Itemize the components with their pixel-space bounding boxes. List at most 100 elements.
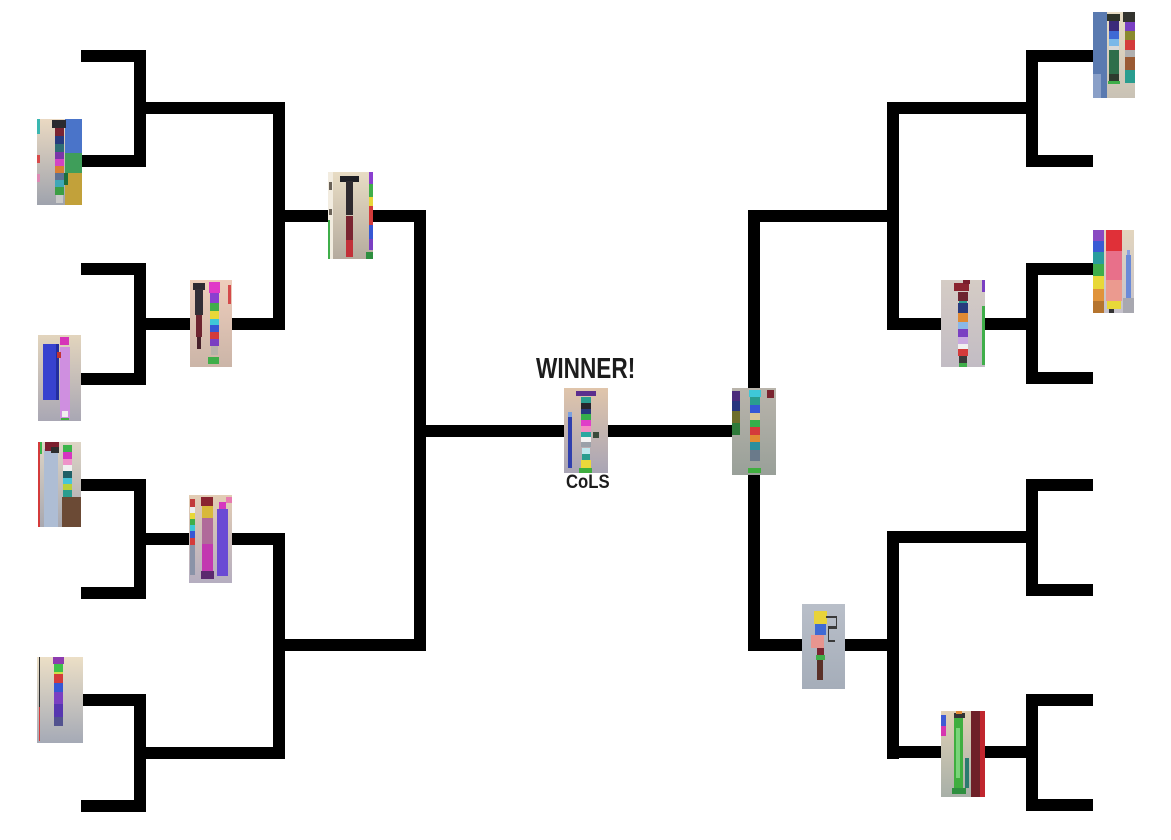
tower-photo-l5-block [209,325,219,333]
tower-photo-winner-block [581,454,591,461]
tower-photo-l5-block [209,311,219,320]
tower-photo-r7-block [814,624,827,635]
tower-photo-r5-block [957,303,969,314]
tower-photo-r2 [1093,230,1134,313]
tower-photo-r2-block [1093,240,1104,253]
bracket-line-rp4-top-stub [1026,694,1093,706]
tower-photo-l2 [38,335,81,421]
tower-photo-l6-block [201,544,214,571]
tower-photo-r1-block [1108,20,1120,31]
tower-photo-r5-block [957,292,969,301]
tower-photo-r1-block [1124,56,1135,71]
tower-photo-r1-block [1108,45,1120,50]
bracket-line-rq1-out [748,210,899,222]
tower-photo-l3-block [62,459,72,465]
tower-photo-l7-block [328,182,333,191]
bracket-line-p2-bottom-stub [81,373,146,385]
tower-photo-winner-block [568,411,572,417]
tower-photo-r2-block [1126,249,1130,255]
tower-photo-l7-block [328,172,334,259]
tower-photo-r8-block [970,711,980,797]
tower-photo-r8 [941,711,985,797]
tower-photo-l6-block [189,531,196,539]
tower-photo-l7-block [339,176,360,183]
tower-photo-l3-block [38,442,41,527]
tower-photo-r5-block [959,362,967,367]
tower-photo-l3-block [62,470,72,478]
tower-photo-l7-block [369,238,373,251]
tower-photo-r1-block [1124,30,1135,40]
tower-photo-l1-block [64,173,82,205]
tower-photo-r7-block [815,655,826,661]
tower-photo-l4-block [54,663,63,672]
tower-photo-l5-block [208,357,220,365]
bracket-line-rp4-vertical [1026,694,1038,811]
tower-photo-l1-block [55,194,64,204]
tower-photo-r5 [941,280,985,367]
tower-photo-r-finalist-block [749,413,761,421]
tower-photo-r-finalist [732,388,776,475]
bracket-line-rp3-bottom-stub [1026,584,1093,596]
tower-photo-l6-block [189,518,196,525]
tower-photo-l7-block [369,225,373,239]
tower-photo-l7-block [328,219,330,259]
winner-label: WINNER! [504,355,668,384]
tower-photo-r1-block [1093,73,1102,98]
tower-photo-r2-block [1093,264,1104,277]
tower-photo-r2-block [1093,230,1104,241]
winner-label-text: WINNER! [536,353,636,385]
tower-photo-r5-block [957,348,969,356]
tower-photo-r-finalist-block [749,405,761,414]
tower-photo-r1-block [1108,38,1120,46]
tower-photo-winner-block [580,437,592,443]
tower-photo-r8-block [952,788,966,795]
tower-photo-r-finalist-block [747,468,762,474]
tower-photo-r5-block [957,313,969,322]
tower-photo-l1-block [55,173,64,181]
tower-photo-r1-block [1108,30,1120,39]
tower-photo-l7-block [369,172,373,185]
tower-photo-l3-block [43,448,59,527]
tower-photo-winner-block [576,390,596,397]
tower-photo-r5-block [957,336,969,344]
tower-photo-l6-block [201,496,214,506]
tower-photo-r-finalist-block [749,449,761,462]
tower-photo-l1-block [64,119,82,153]
tower-photo-l1 [37,119,82,205]
tower-photo-winner-block [581,447,591,455]
bracket-line-p3-top-stub [81,479,146,491]
tower-photo-l5-block [210,346,218,355]
tower-photo-l1-block [55,127,64,137]
tower-photo-l4-block [38,657,41,707]
tower-photo-l6-block [189,512,196,519]
tower-photo-l1-block [64,152,82,174]
tower-photo-winner-block [593,432,599,439]
tower-photo-r1-block [1124,49,1135,57]
tower-photo-l7-block [346,215,354,240]
tower-photo-l1-block [55,151,64,160]
tower-photo-l2-block [60,347,70,418]
tower-photo-winner-block [580,420,592,427]
tower-photo-l3-block [62,477,72,484]
tower-photo-r7-block [814,610,827,625]
tower-photo-l4-block [38,706,41,742]
tower-photo-l4-block [52,657,64,664]
tower-photo-l1-block [37,174,40,182]
tower-photo-l4-block [54,671,63,675]
tower-photo-r2-block [1106,230,1122,251]
tower-photo-r5-block [957,321,969,329]
tower-photo-l3-block [62,483,72,491]
tower-photo-l3-block [62,490,72,498]
bracket-line-p1-top-stub [81,50,146,62]
tower-photo-r-finalist-block [748,389,762,397]
tower-photo-winner-block [568,416,572,468]
bracket-line-p1-vertical [134,50,146,167]
tower-photo-r2-block [1106,300,1121,309]
tower-photo-l5-block [209,319,219,326]
bracket-line-rp2-top-stub [1026,263,1093,275]
tower-photo-winner-block [580,442,592,448]
tower-photo-l7 [328,172,373,259]
tower-photo-l1-block [62,173,69,186]
tower-photo-l6-block [217,509,228,576]
